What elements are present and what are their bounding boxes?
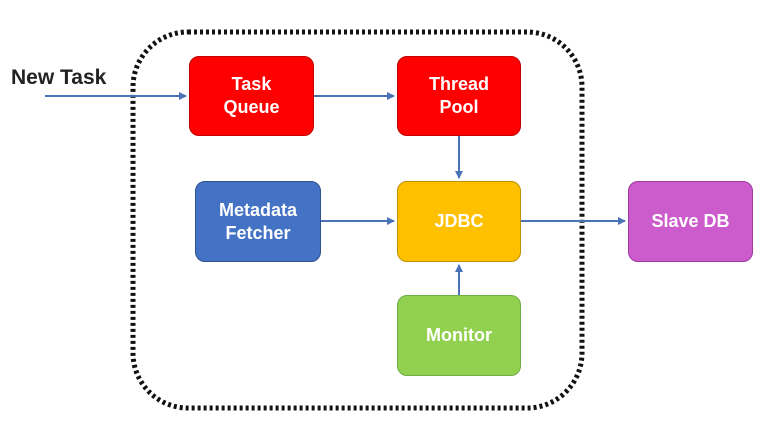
metadata-fetcher-node: Metadata Fetcher: [195, 181, 321, 262]
jdbc-node: JDBC: [397, 181, 521, 262]
thread-pool-node: Thread Pool: [397, 56, 521, 136]
new-task-label: New Task: [11, 66, 107, 89]
task-queue-node: Task Queue: [189, 56, 314, 136]
monitor-node: Monitor: [397, 295, 521, 376]
slave-db-node: Slave DB: [628, 181, 753, 262]
